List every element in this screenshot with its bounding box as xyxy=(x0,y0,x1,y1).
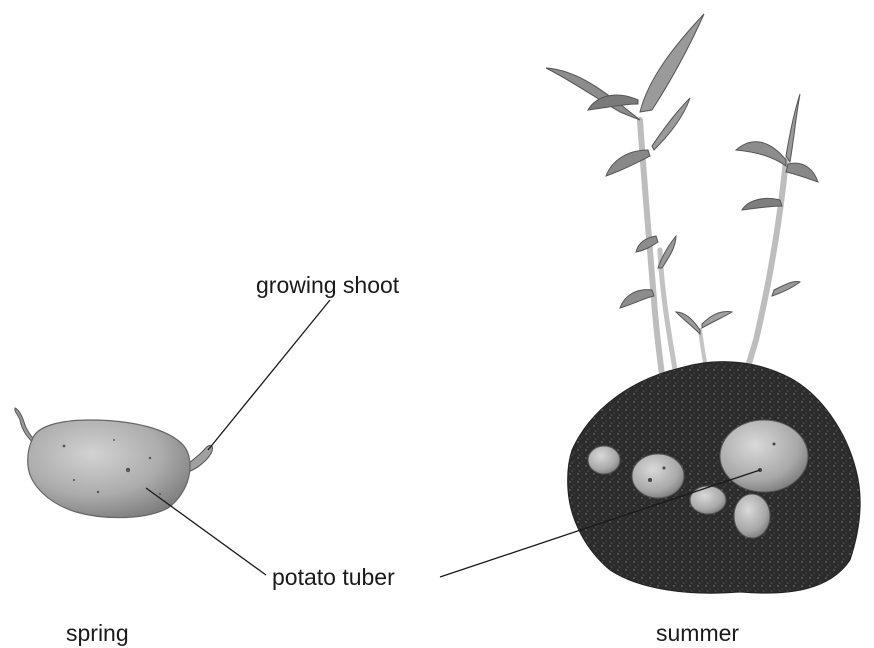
caption-spring: spring xyxy=(66,620,129,646)
leaf xyxy=(620,290,654,308)
leader-tuber-spring xyxy=(146,488,266,575)
leaf xyxy=(676,312,700,334)
stem-right xyxy=(740,160,786,392)
leaf xyxy=(546,68,640,120)
leaf xyxy=(786,94,800,162)
spring-potato xyxy=(15,408,213,518)
leaf xyxy=(786,163,818,182)
leaf xyxy=(652,98,690,150)
tuber xyxy=(734,494,770,538)
leader-growing-shoot xyxy=(208,300,330,450)
leaf xyxy=(702,312,732,329)
soil-mound xyxy=(568,362,861,594)
leaf xyxy=(742,198,782,210)
leaf xyxy=(640,14,704,112)
tuber xyxy=(690,486,726,514)
label-potato-tuber: potato tuber xyxy=(272,564,395,590)
tuber-large xyxy=(720,420,808,492)
label-growing-shoot: growing shoot xyxy=(256,272,399,298)
summer-plant xyxy=(546,14,860,593)
leaf xyxy=(772,281,800,296)
tuber xyxy=(588,446,620,474)
caption-summer: summer xyxy=(656,620,739,646)
leaf xyxy=(736,142,786,166)
tuber xyxy=(632,454,684,498)
